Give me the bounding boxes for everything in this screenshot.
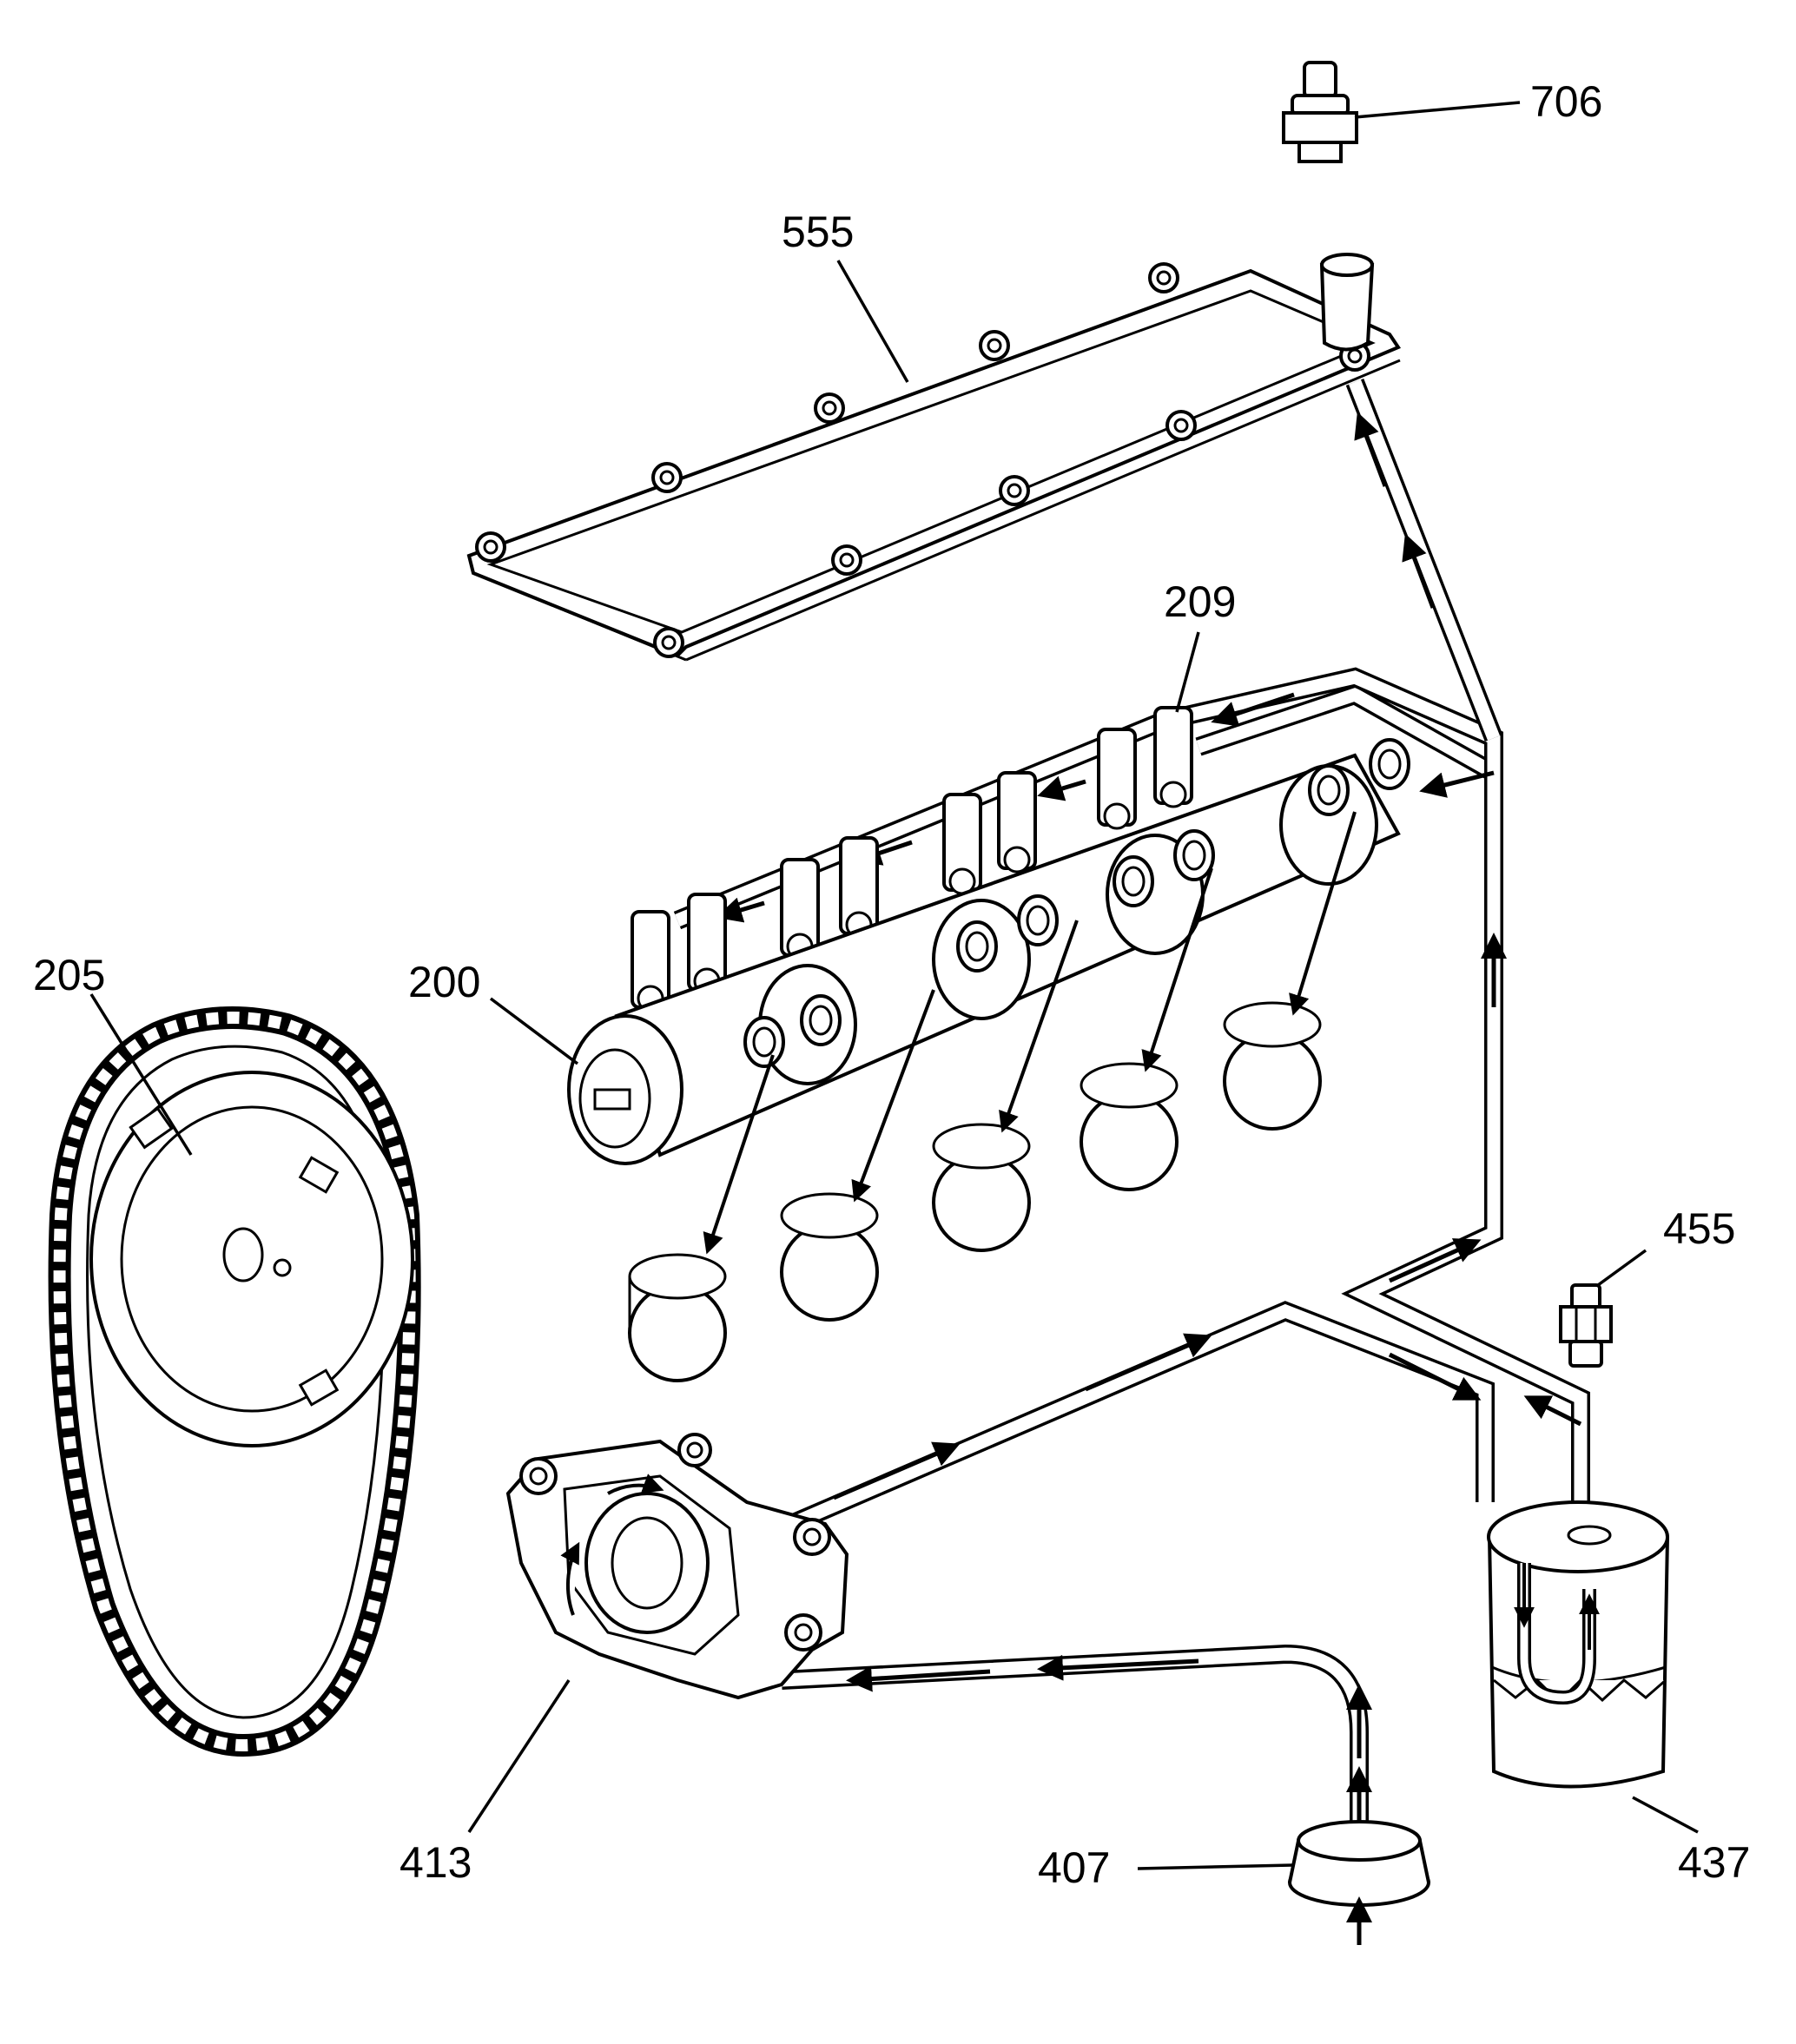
timing-chain-sprocket-205 <box>48 993 421 1757</box>
cover-bolts <box>475 262 1370 658</box>
lifter <box>780 858 820 960</box>
callout-407: 407 <box>1038 1843 1110 1892</box>
camshaft-200 <box>489 738 1410 1165</box>
cam-lobes <box>743 738 1410 1068</box>
lifter <box>839 836 879 939</box>
valley-cover-555 <box>466 253 1402 662</box>
bearing-bore <box>1223 1001 1322 1131</box>
oil-pressure-sensor-706 <box>1282 61 1521 163</box>
callout-555: 555 <box>782 208 854 256</box>
callout-455: 455 <box>1663 1204 1735 1253</box>
callout-413: 413 <box>399 1838 472 1887</box>
oil-pump-413 <box>467 1433 849 1833</box>
lifter <box>631 910 670 1012</box>
flow-arrows <box>716 412 1582 1845</box>
bearing-bore <box>1080 1062 1179 1191</box>
lifter <box>1097 728 1137 830</box>
bearing-feed-lines <box>703 811 1357 1255</box>
bearing-bore <box>780 1192 879 1322</box>
callout-706: 706 <box>1530 77 1602 126</box>
bearing-bore <box>932 1123 1031 1252</box>
oil-filter-437 <box>1487 1500 1699 1834</box>
bearing-bore <box>628 1253 727 1382</box>
oil-pickup-407 <box>1137 1820 1430 1945</box>
cam-bearing-bores <box>628 1001 1322 1382</box>
lifter <box>997 771 1037 874</box>
lifter <box>1153 706 1193 808</box>
callout-200: 200 <box>408 958 480 1006</box>
lifter <box>942 793 982 895</box>
oil-fitting-455 <box>1559 1249 1647 1368</box>
valve-lifters-209 <box>631 631 1200 1012</box>
callout-205: 205 <box>33 951 105 999</box>
callout-437: 437 <box>1678 1838 1750 1887</box>
callout-209: 209 <box>1164 577 1236 626</box>
